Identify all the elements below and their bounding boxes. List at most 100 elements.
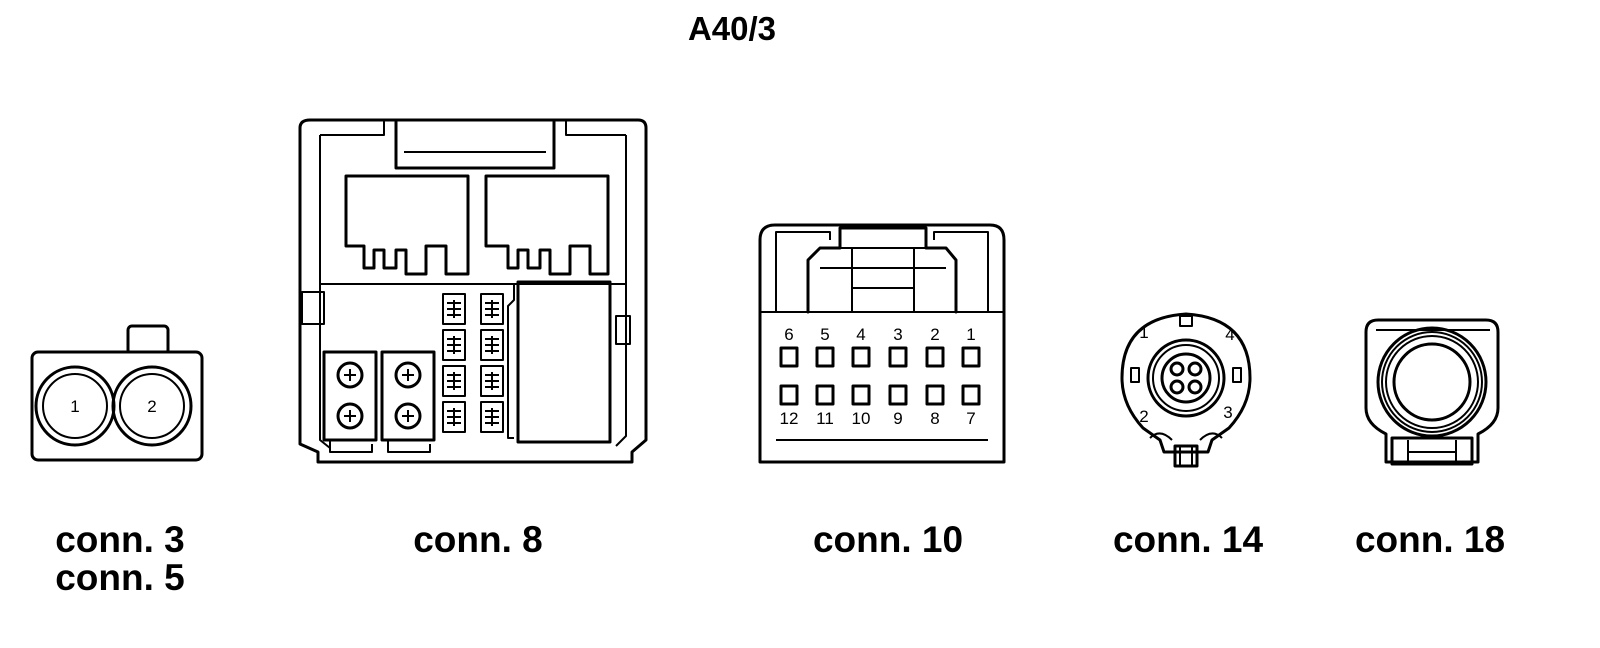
connector-housing — [1364, 318, 1500, 464]
key-notch — [1179, 315, 1193, 327]
signal-pin — [480, 329, 504, 361]
plus-icon — [344, 369, 356, 381]
power-pin — [336, 361, 364, 389]
pin — [925, 346, 945, 368]
pin-label: 7 — [966, 409, 975, 428]
pin-label: 3 — [1223, 403, 1232, 422]
pin — [815, 346, 835, 368]
pin-cavity — [111, 365, 193, 447]
connector-14: 1 4 2 3 — [1120, 312, 1252, 468]
power-pin — [394, 402, 422, 430]
connector-3-5: 1 2 — [30, 324, 204, 462]
power-pin — [394, 361, 422, 389]
pin — [779, 346, 799, 368]
connector-housing — [298, 118, 648, 464]
pin-label: 1 — [966, 325, 975, 344]
signal-pin — [480, 365, 504, 397]
knurl-ring — [1385, 335, 1479, 429]
connector-18 — [1364, 318, 1500, 466]
pin — [815, 384, 835, 406]
pin-label: 6 — [784, 325, 793, 344]
connector-caption: conn. 5 — [55, 557, 185, 598]
signal-pin — [442, 329, 466, 361]
pin — [851, 384, 871, 406]
latch-detail — [820, 247, 946, 312]
housing-edge — [565, 120, 626, 136]
housing-edge — [933, 231, 989, 312]
release-tab-detail — [1179, 446, 1193, 466]
pin — [1169, 379, 1185, 395]
pin-label: 12 — [780, 409, 799, 428]
inner-ring — [1152, 344, 1220, 412]
pin-label: 4 — [856, 325, 865, 344]
connector-caption: conn. 3 — [55, 519, 185, 560]
signal-pin — [442, 293, 466, 325]
upper-socket — [484, 174, 610, 276]
pin-label: 3 — [893, 325, 902, 344]
connector-caption: conn. 10 — [813, 519, 963, 560]
connector-10: 6 5 4 3 2 1 12 11 10 9 8 7 — [758, 223, 1006, 464]
pin-label: 2 — [147, 397, 156, 416]
pin-label: 4 — [1225, 325, 1234, 344]
bore — [1392, 342, 1472, 422]
latch-base — [1390, 436, 1474, 466]
pin-label: 5 — [820, 325, 829, 344]
latch-arms — [1149, 432, 1223, 441]
housing-edge — [615, 135, 627, 447]
right-cavity-edge — [507, 284, 515, 439]
pin-label: 2 — [1139, 407, 1148, 426]
connector-caption: conn. 14 — [1113, 519, 1264, 560]
block-foot — [387, 440, 431, 453]
side-lug — [1130, 367, 1140, 383]
pin-label: 9 — [893, 409, 902, 428]
release-tab — [1173, 444, 1199, 468]
side-lug — [1232, 367, 1242, 383]
housing-edge — [775, 231, 831, 312]
connector-caption: conn. 8 — [413, 519, 543, 560]
pin-cavity-inner — [42, 373, 108, 439]
pin-face — [1160, 352, 1212, 404]
pin — [851, 346, 871, 368]
connector-housing — [30, 350, 204, 462]
signal-pin-grid — [442, 293, 504, 433]
pin-row-top — [779, 346, 981, 368]
right-cavity — [516, 280, 612, 444]
plus-icon — [402, 369, 414, 381]
pin — [1187, 379, 1203, 395]
pin-cavity-inner — [119, 373, 185, 439]
power-pin-block — [380, 350, 436, 442]
signal-pin — [480, 401, 504, 433]
latch-tab — [126, 324, 170, 356]
housing-edge — [319, 135, 331, 449]
pin — [925, 384, 945, 406]
pin-label: 8 — [930, 409, 939, 428]
signal-pin — [442, 365, 466, 397]
top-latch — [394, 120, 556, 170]
block-foot — [329, 440, 373, 453]
side-notch — [615, 315, 631, 345]
connector-housing — [1120, 312, 1252, 454]
housing-edge — [320, 120, 385, 136]
power-pin — [336, 402, 364, 430]
plus-icon — [344, 410, 356, 422]
pin-row-bottom — [779, 384, 981, 406]
signal-pin — [442, 401, 466, 433]
signal-pin — [480, 293, 504, 325]
knurl-ring — [1381, 331, 1483, 433]
pin — [888, 384, 908, 406]
pin — [779, 384, 799, 406]
pin — [888, 346, 908, 368]
side-notch — [301, 291, 325, 325]
diagram-title: A40/3 — [688, 10, 776, 47]
pin-label: 11 — [816, 409, 834, 428]
upper-socket — [344, 174, 470, 276]
pin-label: 10 — [852, 409, 871, 428]
pin-label: 2 — [930, 325, 939, 344]
pin — [961, 346, 981, 368]
plus-icon — [402, 410, 414, 422]
connector-housing — [758, 223, 1006, 464]
connector-caption: conn. 18 — [1355, 519, 1505, 560]
power-pin-block — [322, 350, 378, 442]
pin-label: 1 — [70, 397, 79, 416]
